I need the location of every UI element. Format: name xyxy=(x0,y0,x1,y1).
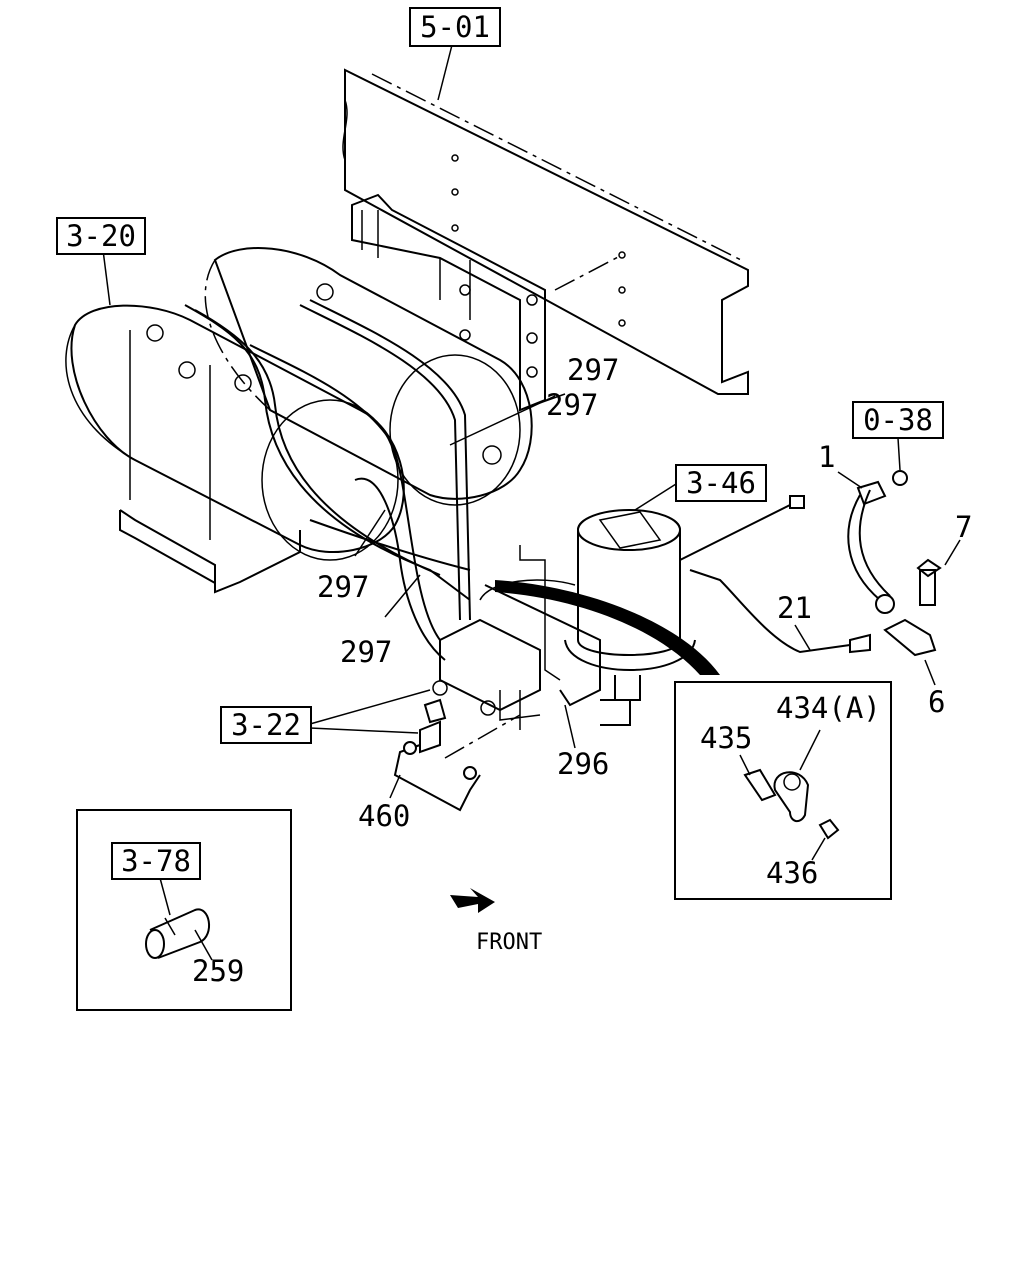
hose-assembly xyxy=(847,470,942,657)
part-label-259: 259 xyxy=(192,954,244,988)
inset-clamp xyxy=(674,681,892,900)
frame-rail xyxy=(342,68,749,395)
air-tank-rear xyxy=(204,247,533,506)
ref-label: 3-78 xyxy=(121,844,191,878)
part-label-21: 21 xyxy=(777,591,812,625)
air-dryer xyxy=(495,509,720,701)
ref-label: 0-38 xyxy=(863,403,933,437)
part-label-460: 460 xyxy=(358,799,410,833)
ref-label: 5-01 xyxy=(420,10,490,44)
part-label-297: 297 xyxy=(567,353,619,387)
ref-box-3-20: 3-20 xyxy=(56,217,146,255)
part-label-296: 296 xyxy=(557,747,609,781)
leader-lines xyxy=(102,44,961,799)
part-label-7: 7 xyxy=(955,510,972,544)
part-label-297: 297 xyxy=(317,570,369,604)
ref-box-3-22: 3-22 xyxy=(220,706,312,744)
front-label: FRONT xyxy=(476,930,542,955)
inset-grommet xyxy=(76,809,292,1011)
mounting-bracket xyxy=(351,193,546,412)
line-460 xyxy=(393,698,521,812)
part-label-297: 297 xyxy=(546,388,598,422)
ref-box-3-46: 3-46 xyxy=(675,464,767,502)
part-label-436: 436 xyxy=(766,856,818,890)
ref-label: 3-22 xyxy=(231,708,301,742)
part-label-6: 6 xyxy=(928,685,945,719)
part-label-434: 434(A) xyxy=(776,691,881,725)
ref-box-0-38: 0-38 xyxy=(852,401,944,439)
line-21 xyxy=(679,495,871,654)
tank-bracket xyxy=(119,509,301,594)
ref-box-3-78: 3-78 xyxy=(111,842,201,880)
ref-label: 3-20 xyxy=(66,219,136,253)
ref-box-5-01: 5-01 xyxy=(409,7,501,47)
air-lines xyxy=(184,299,471,661)
part-label-1: 1 xyxy=(818,440,835,474)
ref-label: 3-46 xyxy=(686,466,756,500)
part-label-435: 435 xyxy=(700,721,752,755)
air-tank-front xyxy=(65,283,405,561)
front-arrow-icon xyxy=(450,888,495,913)
part-label-297: 297 xyxy=(340,635,392,669)
valve-block xyxy=(432,579,631,730)
